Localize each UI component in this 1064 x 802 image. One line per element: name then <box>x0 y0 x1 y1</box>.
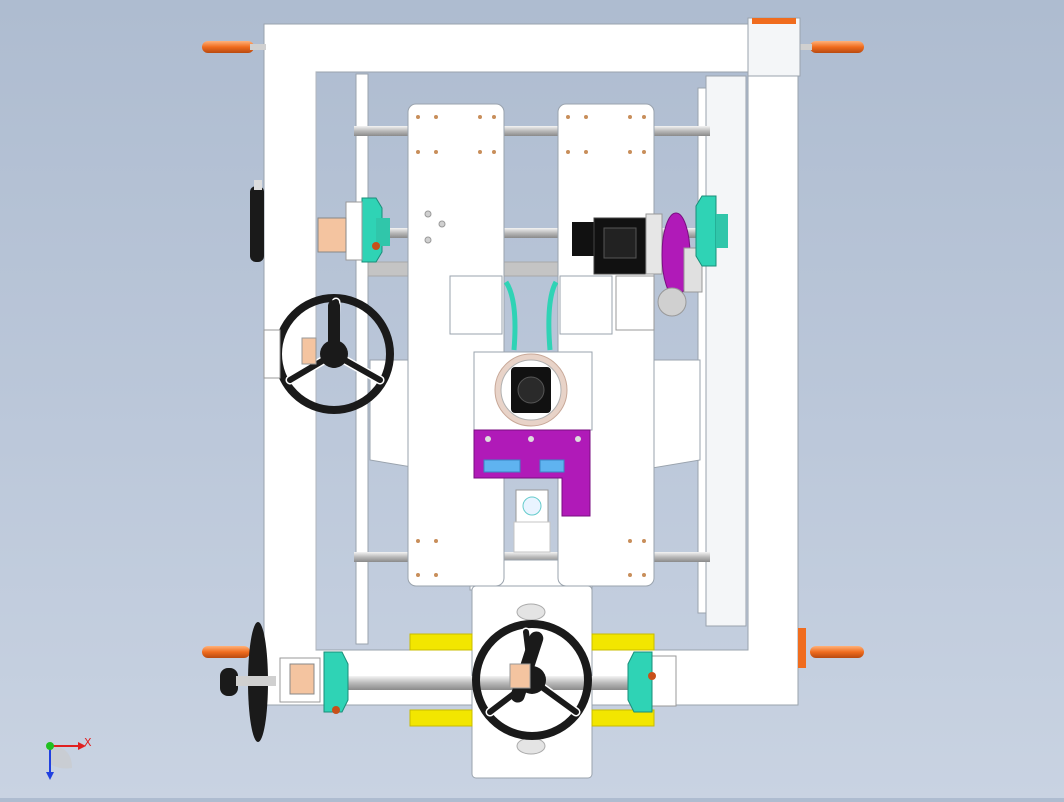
bottom-center-handwheel[interactable] <box>472 620 592 740</box>
right-teal-tube <box>546 280 559 351</box>
center-camera-housing <box>473 351 593 431</box>
bottom-left-edge-handwheel[interactable] <box>220 622 276 742</box>
right-side-plate <box>705 75 747 627</box>
left-slide-plate <box>407 103 505 587</box>
yellow-rail-top-right <box>591 633 655 651</box>
blue-pad-right <box>539 459 565 473</box>
left-teal-tube <box>503 280 518 351</box>
yellow-rail-bottom-right <box>591 709 655 727</box>
top-right-orange-handle[interactable] <box>747 17 864 77</box>
bottom-left-bearing <box>279 651 349 714</box>
left-bearing-nut <box>317 217 347 253</box>
axis-x-label: X <box>84 736 92 749</box>
left-locking-lever[interactable] <box>250 180 264 262</box>
yellow-rail-top-left <box>409 633 473 651</box>
bottom-right-orange-handle[interactable] <box>798 628 864 668</box>
lower-sensor-cube <box>513 489 551 553</box>
yellow-rail-bottom-left <box>409 709 473 727</box>
mid-cross-shaft <box>360 228 710 238</box>
top-cross-shaft <box>354 126 710 136</box>
axis-triad-icon: X <box>46 736 92 780</box>
magenta-bracket <box>473 429 591 517</box>
bottom-drive-shaft <box>330 676 660 690</box>
right-bearing-block <box>695 195 728 267</box>
blue-pad-left <box>483 459 521 473</box>
left-square-block <box>449 275 503 335</box>
right-square-block <box>559 275 613 335</box>
left-bearing-bracket <box>345 201 363 261</box>
crank-handle-icon[interactable] <box>202 41 266 53</box>
servo-motor-icon <box>572 213 663 331</box>
bottom-right-bearing <box>627 651 677 713</box>
handwheel-icon[interactable] <box>263 294 394 414</box>
bottom-left-orange-handle[interactable] <box>202 646 250 658</box>
lower-cross-shaft <box>354 552 710 562</box>
bearing-block-icon <box>361 197 390 263</box>
